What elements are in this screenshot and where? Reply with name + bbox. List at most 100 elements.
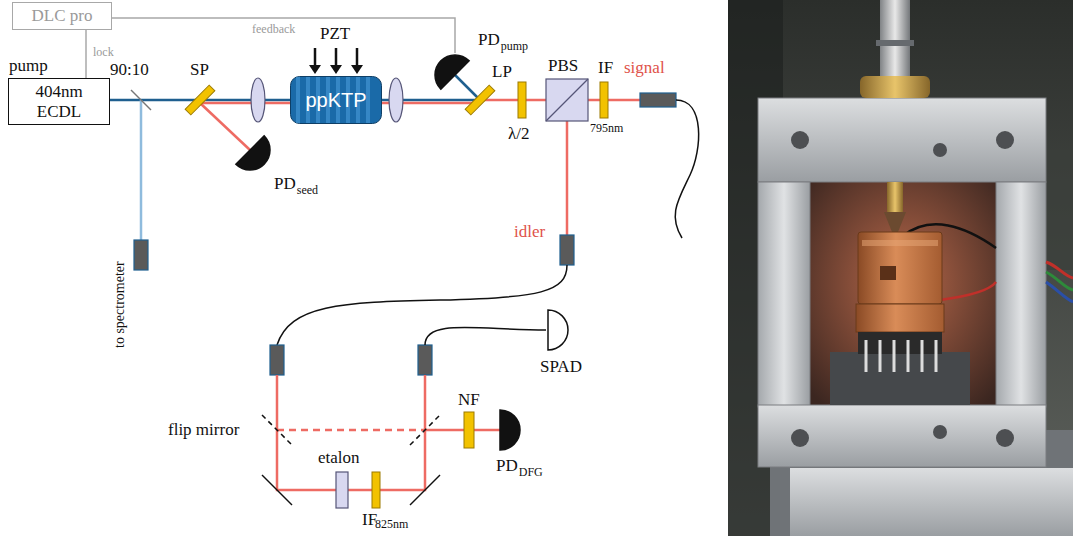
subscript-label: DFG <box>519 465 543 479</box>
adjuster-knob <box>876 40 914 46</box>
cable <box>1046 272 1073 290</box>
node-label: 404nm ECDL <box>35 82 82 120</box>
component-label: λ/2 <box>508 124 529 143</box>
photodiode: PDseed <box>228 128 272 172</box>
detector-symbol <box>433 53 477 97</box>
text-group: pump <box>9 56 48 75</box>
subscript-label: seed <box>297 183 318 197</box>
pickoff-beam <box>140 100 143 240</box>
subscript-label: pump <box>501 39 528 53</box>
piezo-arrow <box>314 48 317 66</box>
half-wave-plate <box>518 82 526 118</box>
signal-wire <box>112 18 455 53</box>
component-label: PZT <box>320 24 350 43</box>
node-label: pump <box>9 56 48 75</box>
base-block <box>790 468 1073 536</box>
fiber-coupler <box>640 93 676 107</box>
detector-symbol <box>526 308 570 352</box>
pin <box>907 340 910 372</box>
node-label: ppKTP <box>305 89 366 111</box>
crystal-body <box>291 77 382 124</box>
adjuster-knob <box>880 0 910 78</box>
photo-background <box>728 0 1073 536</box>
beam-splitter <box>131 90 151 110</box>
mirror <box>410 475 440 505</box>
component-label: signal <box>624 58 665 77</box>
component-label: NF <box>458 390 480 409</box>
pin <box>865 340 868 372</box>
component-label: to spectrometer <box>112 261 128 348</box>
interference-filter <box>372 472 380 508</box>
piezo-arrow <box>309 65 321 74</box>
detector-outline <box>548 310 568 350</box>
poling-stripe <box>366 77 370 123</box>
cable <box>1046 282 1073 302</box>
photodiode: PDDFG <box>478 408 522 452</box>
optical-fiber <box>425 327 546 345</box>
component-label: etalon <box>318 448 360 467</box>
detector-symbol <box>478 408 522 452</box>
idler-beam <box>566 121 569 235</box>
interference-filter <box>600 82 608 118</box>
text-group: PDpump <box>478 30 528 49</box>
detector-outline <box>500 410 520 450</box>
fiber-coupler <box>134 240 148 270</box>
lens <box>251 78 265 122</box>
piezo-arrow <box>356 48 359 66</box>
long-pass-filter <box>465 85 495 115</box>
optical-fiber <box>277 265 567 345</box>
idler-beam <box>277 375 425 490</box>
push-screw <box>884 212 906 232</box>
pin-header <box>858 332 942 354</box>
fiber-coupler <box>418 345 432 375</box>
frame-top-bar <box>758 98 1046 182</box>
pump-beam <box>455 75 480 100</box>
node-label: PD <box>496 456 518 475</box>
node-label: PD <box>274 174 296 193</box>
pin <box>893 340 896 372</box>
piezo-arrow <box>335 48 338 66</box>
component-label: 795nm <box>590 122 623 135</box>
component-label: IF <box>362 510 377 529</box>
laser-box: pump404nm ECDL <box>8 78 110 125</box>
mount-block <box>830 352 970 405</box>
piezo-arrows <box>309 48 363 74</box>
crystal-box: ppKTP <box>290 76 382 124</box>
notch-filter <box>464 412 474 448</box>
detector-outline <box>427 47 469 89</box>
node-label: DLC pro <box>32 6 93 25</box>
frame-pillar <box>758 182 810 407</box>
screw-hole <box>996 131 1014 149</box>
poling-stripe <box>296 77 300 123</box>
photodiode: PDpump <box>433 53 477 97</box>
node-label: PD <box>478 30 500 49</box>
copper-oven <box>862 240 938 246</box>
bypass-beam <box>425 429 500 432</box>
controller-box: DLC pro <box>12 2 112 30</box>
oven-photo <box>728 0 1073 536</box>
text-group: PDseed <box>274 174 318 193</box>
fiber-coupler <box>270 345 284 375</box>
bypass-beam <box>277 429 425 432</box>
component-label: IF <box>598 58 613 77</box>
text-group: 404nm ECDL <box>28 82 90 120</box>
pin <box>921 340 924 372</box>
component-label: 825nm <box>375 518 408 531</box>
piezo-arrow <box>330 65 342 74</box>
polarizing-beam-splitter <box>546 79 588 121</box>
detector-symbol <box>228 128 272 172</box>
frame-pillar <box>996 182 1046 407</box>
component-label: idler <box>514 222 545 241</box>
etalon <box>336 472 348 508</box>
flip-mirror <box>262 415 292 445</box>
component-label: SP <box>190 60 209 79</box>
wire-label: feedback <box>250 22 297 37</box>
seed-beam <box>200 103 250 150</box>
component-label: 90:10 <box>110 60 149 79</box>
component-label: flip mirror <box>168 420 239 439</box>
copper-plate <box>856 304 944 332</box>
